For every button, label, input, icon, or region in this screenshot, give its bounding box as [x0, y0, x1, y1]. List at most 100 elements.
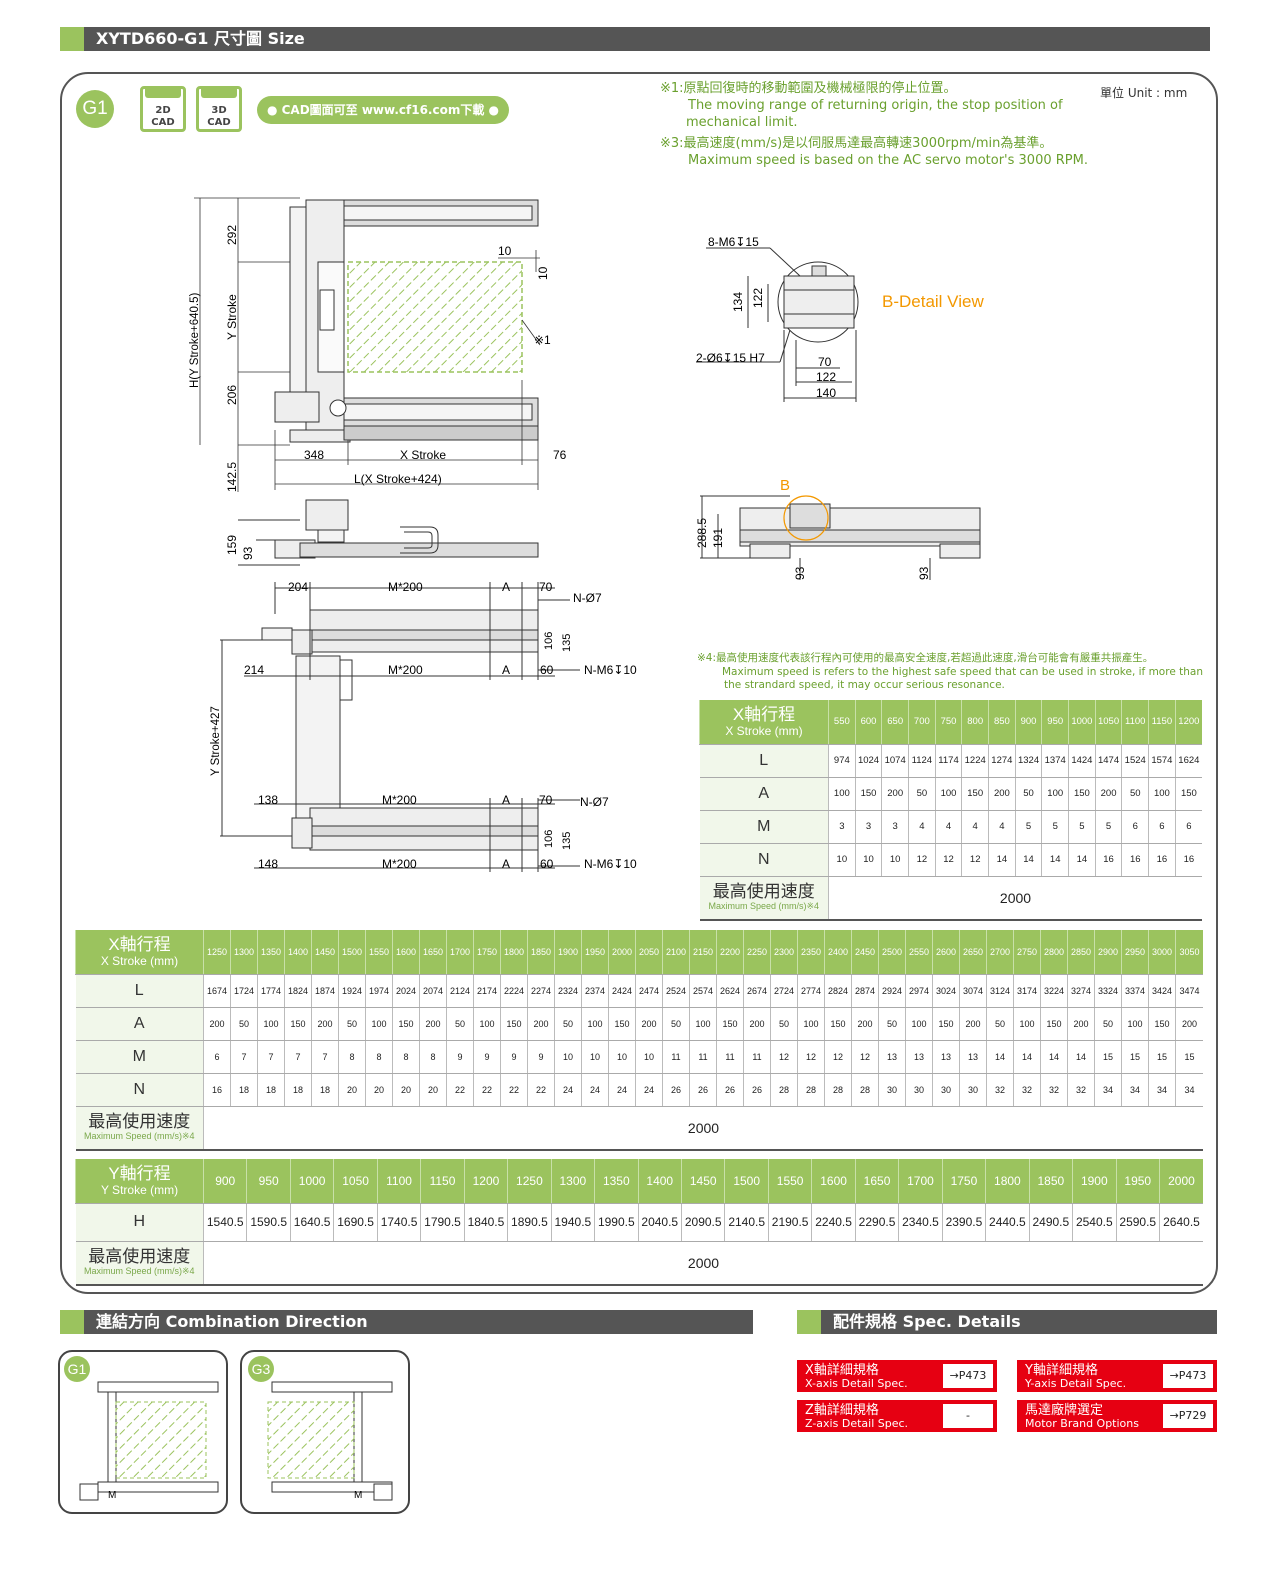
table-cell: 3424 [1148, 974, 1176, 1008]
dim-122-a: 122 [751, 288, 765, 308]
stroke-header-cell: 1150 [420, 1159, 465, 1204]
dim-a-d: A [502, 857, 510, 871]
stroke-header-cell: 1200 [1174, 700, 1202, 745]
stroke-header-cell: 1150 [1148, 700, 1176, 745]
motor-brand-button[interactable]: 馬達廠牌選定 Motor Brand Options →P729 [1017, 1400, 1217, 1432]
table-cell: 9 [473, 1040, 501, 1074]
y-axis-detail-button[interactable]: Y軸詳細規格 Y-axis Detail Spec. →P473 [1017, 1360, 1217, 1392]
dim-a-a: A [502, 580, 510, 594]
motor-brand-page-link[interactable]: →P729 [1163, 1404, 1213, 1428]
table-cell: 14 [988, 843, 1016, 877]
table-cell: 200 [881, 777, 909, 811]
combination-g3-box: M [240, 1350, 410, 1514]
stroke-header-cell: 1400 [284, 930, 312, 975]
table-cell: 200 [851, 1007, 879, 1041]
table-cell: 1874 [311, 974, 339, 1008]
table-cell: 7 [311, 1040, 339, 1074]
table-cell: 10 [635, 1040, 663, 1074]
table-cell: 1824 [284, 974, 312, 1008]
table-cell: 2040.5 [637, 1203, 682, 1242]
table-cell: 150 [1174, 777, 1202, 811]
table-cell: 34 [1175, 1073, 1203, 1107]
stroke-header-cell: 2050 [635, 930, 663, 975]
table-cell: 1740.5 [376, 1203, 421, 1242]
table-cell: 2224 [500, 974, 528, 1008]
table-cell: 3174 [1013, 974, 1041, 1008]
stroke-header-cell: 2450 [851, 930, 879, 975]
cad-download-link[interactable]: ● CAD圖面可至 www.cf16.com下載 ● [257, 96, 509, 124]
row-label: M [699, 810, 829, 844]
y-axis-page-link[interactable]: →P473 [1163, 1364, 1213, 1388]
unit-label: 單位 Unit : mm [1100, 86, 1188, 100]
table-cell: 1640.5 [289, 1203, 334, 1242]
section-header-spec: 配件規格 Spec. Details [797, 1310, 1217, 1334]
dim-135-a: 135 [561, 634, 573, 652]
table-cell: 18 [311, 1073, 339, 1107]
dim-148: 148 [258, 857, 278, 871]
table-cell: 2774 [797, 974, 825, 1008]
table-cell: 1524 [1121, 744, 1149, 778]
table-cell: 26 [743, 1073, 771, 1107]
table-cell: 28 [797, 1073, 825, 1107]
table-cell: 3 [828, 810, 856, 844]
table-cell: 12 [824, 1040, 852, 1074]
table-cell: 200 [1175, 1007, 1203, 1041]
table-cell: 1074 [881, 744, 909, 778]
table-cell: 20 [392, 1073, 420, 1107]
table-cell: 13 [878, 1040, 906, 1074]
stroke-header-cell: 700 [908, 700, 936, 745]
stroke-header-cell: 1350 [594, 1159, 639, 1204]
x-axis-detail-button[interactable]: X軸詳細規格 X-axis Detail Spec. →P473 [797, 1360, 997, 1392]
dim-x-stroke: X Stroke [400, 448, 446, 462]
z-axis-page-link[interactable]: - [943, 1404, 993, 1428]
table-cell: 18 [257, 1073, 285, 1107]
section-header-combination: 連結方向 Combination Direction [60, 1310, 753, 1334]
table-cell: 2724 [770, 974, 798, 1008]
table-cell: 11 [662, 1040, 690, 1074]
z-axis-detail-button[interactable]: Z軸詳細規格 Z-axis Detail Spec. - [797, 1400, 997, 1432]
table-cell: 100 [365, 1007, 393, 1041]
dim-n-m6-a: N-M6↧10 [584, 663, 637, 677]
table-cell: 1324 [1014, 744, 1042, 778]
g1-motor-mark: M [108, 1490, 116, 1501]
table-cell: 100 [1013, 1007, 1041, 1041]
table-cell: 1590.5 [246, 1203, 291, 1242]
row-label: H [75, 1203, 204, 1242]
table-cell: 13 [905, 1040, 933, 1074]
table-cell: 1690.5 [333, 1203, 378, 1242]
stroke-header-cell: 1750 [941, 1159, 986, 1204]
table-cell: 200 [1094, 777, 1122, 811]
x-axis-page-link[interactable]: →P473 [943, 1364, 993, 1388]
table-cell: 22 [500, 1073, 528, 1107]
stroke-header-cell: 750 [934, 700, 962, 745]
table-cell: 2540.5 [1072, 1203, 1117, 1242]
table-cell: 150 [500, 1007, 528, 1041]
table-cell: 150 [284, 1007, 312, 1041]
dim-y-stroke: Y Stroke [225, 294, 239, 340]
table-cell: 3124 [986, 974, 1014, 1008]
table-cell: 150 [932, 1007, 960, 1041]
table-cell: 1024 [854, 744, 882, 778]
table-cell: 3024 [932, 974, 960, 1008]
table-cell: 1374 [1041, 744, 1069, 778]
table-cell: 10 [828, 843, 856, 877]
stroke-header-cell: 1250 [507, 1159, 552, 1204]
table-cell: 50 [986, 1007, 1014, 1041]
table-cell: 34 [1148, 1073, 1176, 1107]
table-cell: 50 [554, 1007, 582, 1041]
table-cell: 2624 [716, 974, 744, 1008]
dim-159: 159 [225, 535, 239, 555]
table-cell: 3074 [959, 974, 987, 1008]
table-cell: 1924 [338, 974, 366, 1008]
stroke-header-cell: 1500 [338, 930, 366, 975]
table-cell: 20 [365, 1073, 393, 1107]
table-cell: 2440.5 [985, 1203, 1030, 1242]
table-cell: 2174 [473, 974, 501, 1008]
